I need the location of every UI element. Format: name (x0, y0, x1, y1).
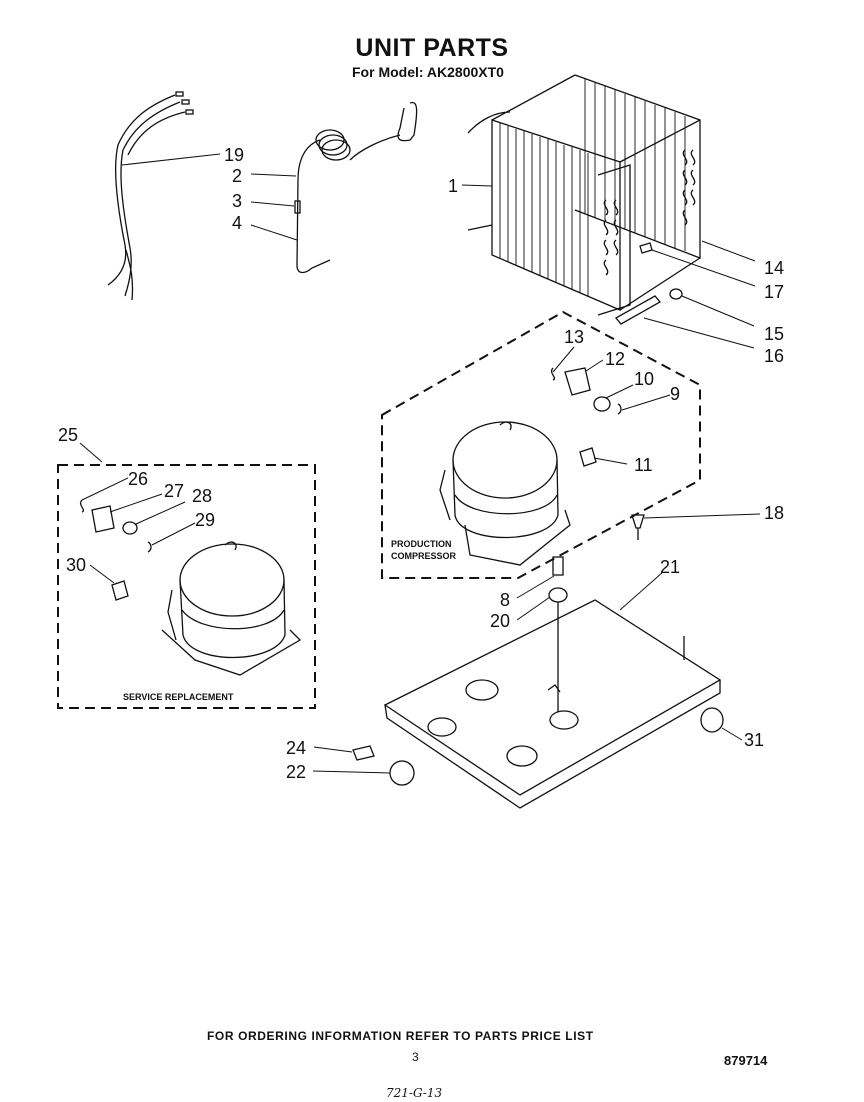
foot-31 (700, 707, 724, 733)
callout-13: 13 (564, 327, 584, 347)
service-label: SERVICE REPLACEMENT (123, 692, 234, 702)
callout-8: 8 (500, 590, 510, 610)
condenser-coil (467, 74, 701, 316)
service-compressor (161, 541, 302, 676)
callout-1: 1 (448, 176, 458, 196)
callout-20: 20 (490, 611, 510, 631)
handwritten-note: 721-G-13 (386, 1086, 443, 1100)
mount-8-20 (548, 556, 568, 712)
relay-26-27 (79, 499, 115, 533)
page-number: 3 (412, 1050, 419, 1064)
production-label-line1: PRODUCTION (391, 539, 452, 549)
coil-return-bends (603, 149, 696, 276)
callout-21: 21 (660, 557, 680, 577)
base-pan (383, 599, 722, 809)
callout-3: 3 (232, 191, 242, 211)
production-label-line2: COMPRESSOR (391, 551, 457, 561)
page-title: UNIT PARTS (355, 34, 509, 62)
ordering-note: FOR ORDERING INFORMATION REFER TO PARTS … (207, 1029, 594, 1043)
capillary-tube (294, 101, 418, 274)
clip-29 (147, 541, 152, 553)
terminal-cover-11 (579, 447, 597, 467)
overload-10 (593, 396, 611, 412)
callout-10: 10 (634, 369, 654, 389)
callout-15: 15 (764, 324, 784, 344)
callout-31: 31 (744, 730, 764, 750)
grommet-22 (389, 760, 415, 786)
callout-11: 11 (634, 455, 653, 475)
callout-18: 18 (764, 503, 784, 523)
screw-15 (669, 288, 683, 300)
clip-17 (639, 242, 653, 254)
callout-26: 26 (128, 469, 148, 489)
callout-24: 24 (286, 738, 306, 758)
callout-28: 28 (192, 486, 212, 506)
callout-19: 19 (224, 145, 244, 165)
leader-lines (79, 153, 761, 774)
model-subtitle: For Model: AK2800XT0 (352, 64, 504, 80)
relay-12-13 (550, 367, 591, 396)
callout-14: 14 (764, 258, 784, 278)
coil-fins (499, 79, 686, 296)
callout-12: 12 (605, 349, 625, 369)
callout-30: 30 (66, 555, 86, 575)
strip-16 (615, 295, 661, 325)
clip-9 (617, 403, 622, 415)
callout-29: 29 (195, 510, 215, 530)
callout-22: 22 (286, 762, 306, 782)
bolt-18 (631, 514, 645, 540)
production-compressor (439, 421, 571, 566)
overload-28 (122, 521, 138, 535)
callout-25: 25 (58, 425, 78, 445)
callout-2: 2 (232, 166, 242, 186)
wire-harness (107, 91, 194, 301)
terminal-cover-30 (111, 580, 129, 601)
callout-4: 4 (232, 213, 242, 233)
callout-16: 16 (764, 346, 784, 366)
service-replacement-box (57, 464, 316, 709)
document-number: 879714 (724, 1053, 768, 1068)
production-compressor-box (381, 310, 701, 579)
clip-24 (352, 745, 375, 761)
callout-17: 17 (764, 282, 784, 302)
callout-27: 27 (164, 481, 184, 501)
callout-9: 9 (670, 384, 680, 404)
